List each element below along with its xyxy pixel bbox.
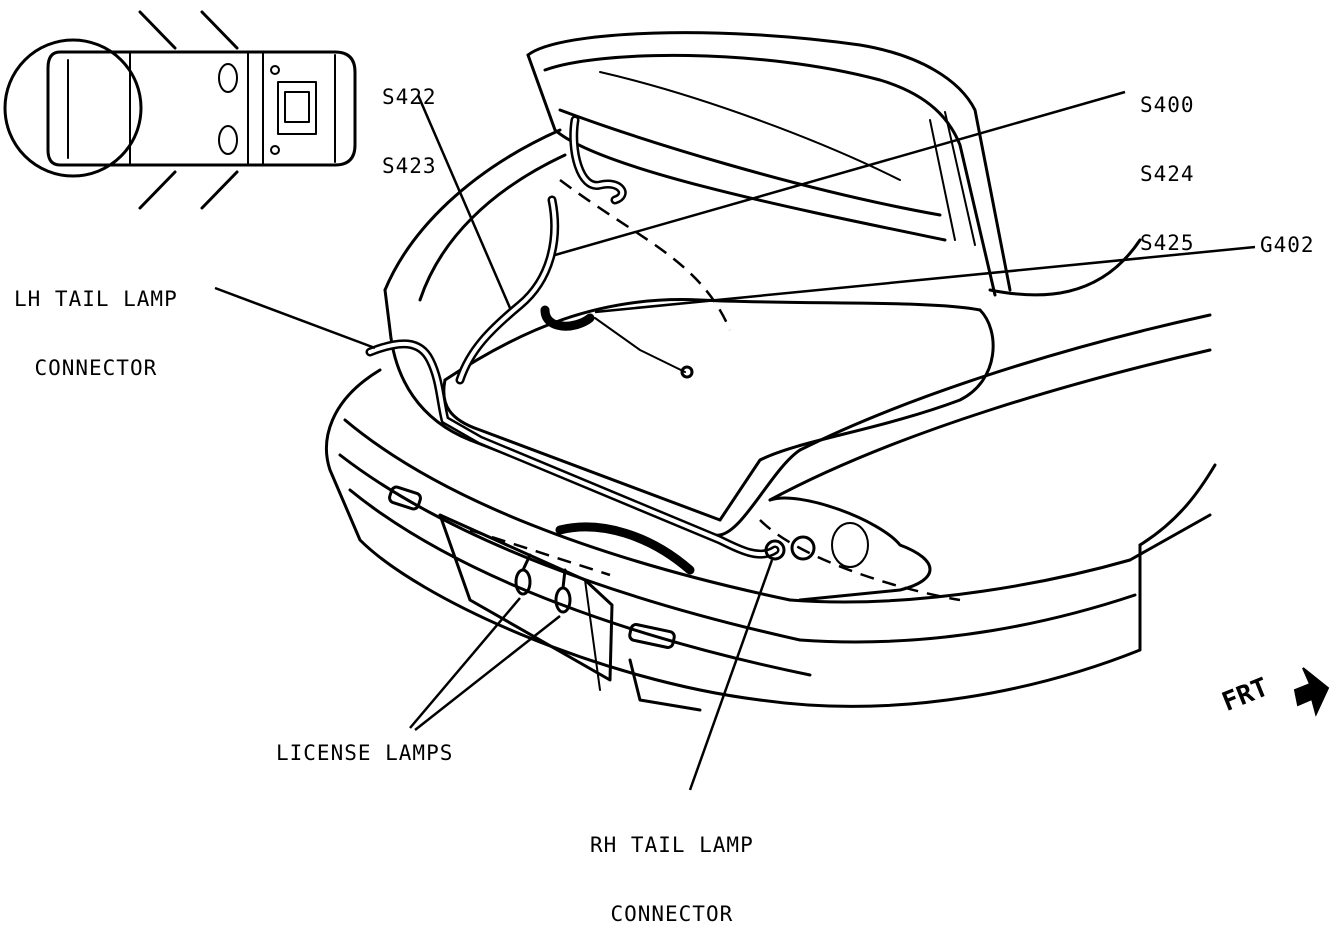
lh-tail-lamp-connector-label: LH TAIL LAMP CONNECTOR	[14, 242, 178, 403]
lh-tail-lamp-line1: LH TAIL LAMP	[14, 287, 178, 311]
s424-text: S424	[1140, 162, 1195, 186]
leader-lines	[214, 90, 1256, 791]
s423-text: S423	[382, 154, 437, 178]
vehicle-top-view-icon	[3, 10, 357, 210]
s422-s423-label: S422 S423	[382, 40, 437, 201]
diagram-drawing	[3, 10, 1330, 791]
lh-tail-lamp-line2: CONNECTOR	[34, 356, 158, 380]
s400-text: S400	[1140, 93, 1195, 117]
rh-tail-lamp-line1: RH TAIL LAMP	[590, 833, 754, 857]
rh-tail-lamp-leader	[688, 559, 774, 791]
s425-text: S425	[1140, 231, 1195, 255]
trunk-lid	[526, 31, 1012, 297]
rh-tail-lamp-connector-label: RH TAIL LAMP CONNECTOR	[590, 788, 754, 949]
s422-leader	[416, 94, 512, 309]
license-lamp-leader-2	[414, 615, 561, 731]
wiring-harness	[365, 115, 816, 614]
lh-tail-lamp-leader	[214, 286, 376, 350]
license-lamps-label: LICENSE LAMPS	[276, 741, 454, 765]
s400-s424-s425-label: S400 S424 S425	[1140, 48, 1195, 278]
g402-label: G402	[1260, 233, 1315, 257]
front-arrow-icon	[1293, 667, 1330, 717]
rh-tail-lamp-line2: CONNECTOR	[610, 902, 734, 926]
g402-leader	[594, 245, 1256, 314]
vehicle-body	[325, 128, 1217, 712]
s400-leader	[554, 90, 1126, 257]
wiring-diagram: S422 S423 S400 S424 S425 G402 LH TAIL LA…	[3, 10, 1330, 926]
s422-text: S422	[382, 85, 437, 109]
license-lamp-leader-1	[409, 597, 521, 729]
